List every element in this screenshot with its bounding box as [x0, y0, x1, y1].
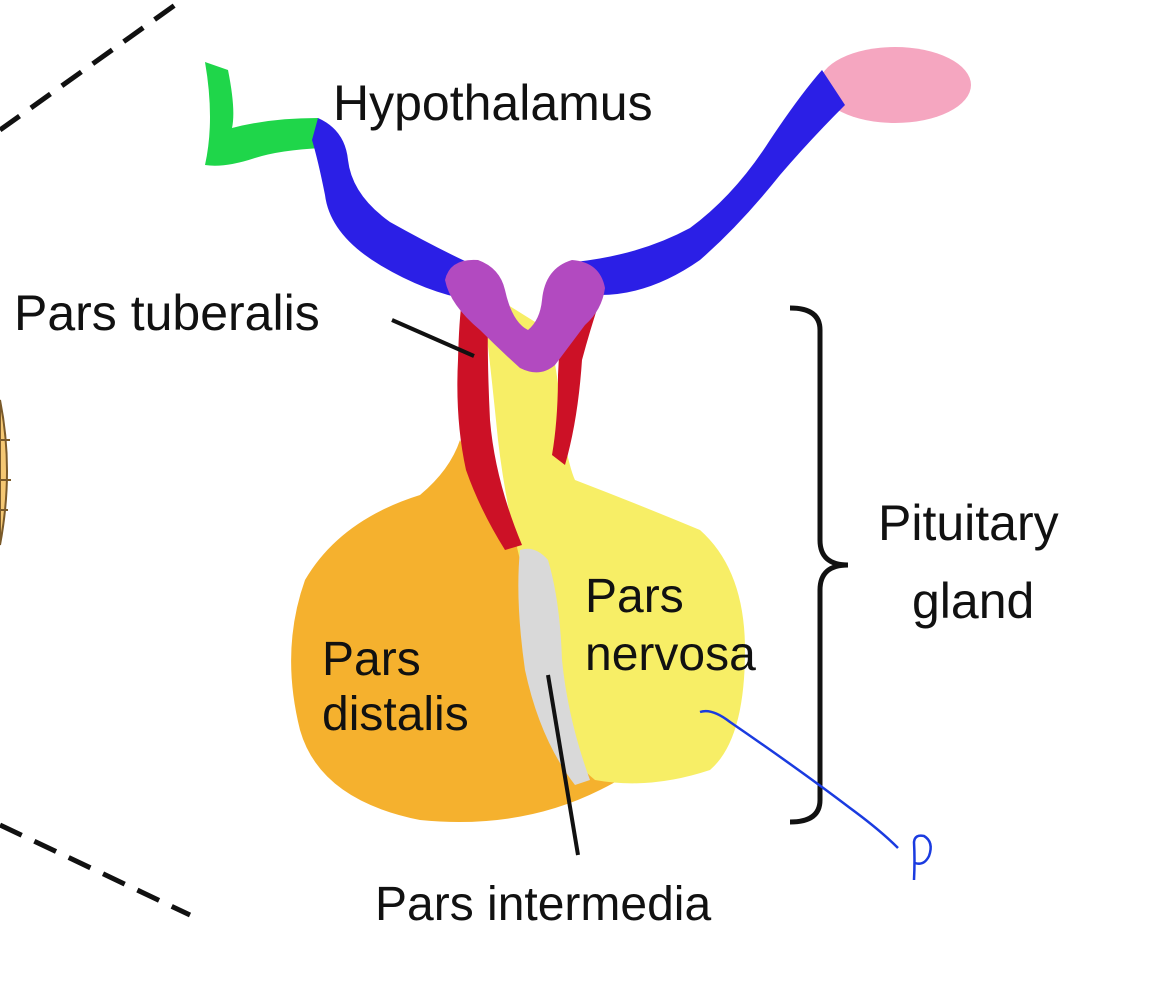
label-pars-nervosa-line1: Pars: [585, 570, 684, 623]
pink-nucleus: [819, 47, 971, 123]
pituitary-bracket: [789, 305, 849, 825]
blue-tract-left: [312, 118, 480, 300]
label-hypothalamus: Hypothalamus: [333, 75, 653, 131]
label-pars-distalis-line2: distalis: [322, 688, 469, 741]
label-pars-intermedia: Pars intermedia: [375, 878, 711, 931]
label-pituitary-line2: gland: [912, 573, 1034, 629]
handwritten-p-mark: [912, 834, 932, 881]
pars-intermedia-shape: [518, 548, 590, 785]
brain-section-edge: [0, 399, 8, 546]
pointer-pars-tuberalis: [391, 318, 475, 358]
label-pars-tuberalis: Pars tuberalis: [14, 285, 320, 341]
label-pars-nervosa-line2: nervosa: [585, 628, 756, 681]
label-pituitary-line1: Pituitary: [878, 495, 1059, 551]
pars-tuberalis-left: [457, 300, 522, 550]
label-pars-distalis-line1: Pars: [322, 633, 421, 686]
handwritten-pointer: [699, 709, 899, 849]
median-eminence: [445, 259, 605, 373]
zoom-line-top: [0, 0, 184, 133]
pointer-pars-intermedia: [546, 674, 580, 856]
green-tract: [205, 62, 322, 166]
zoom-line-bottom: [0, 822, 192, 918]
